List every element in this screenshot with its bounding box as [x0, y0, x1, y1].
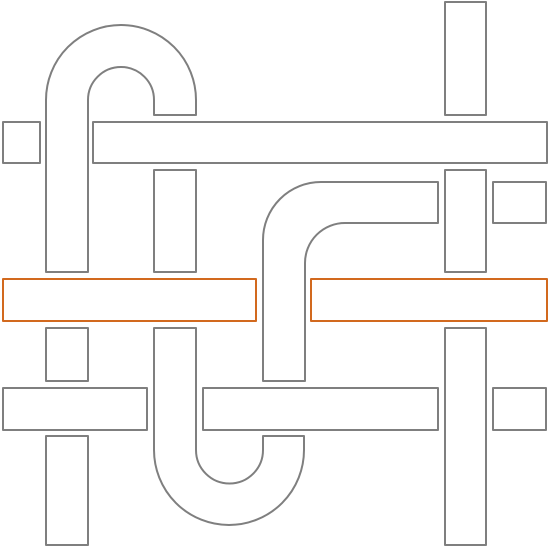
- bar-bottom-center[interactable]: [202, 387, 439, 431]
- bar-bottom-left[interactable]: [2, 387, 148, 431]
- bar-right-vertical-lower[interactable]: [444, 327, 487, 546]
- bar-mid-right[interactable]: [310, 278, 548, 322]
- bar-mid-left[interactable]: [2, 278, 257, 322]
- pipe-u-bottom[interactable]: [153, 327, 305, 526]
- stub-left-bottom[interactable]: [45, 435, 89, 546]
- square-right-bottom[interactable]: [492, 387, 547, 431]
- bar-top-right-vertical[interactable]: [444, 1, 487, 116]
- pipe-arch-top-left[interactable]: [45, 24, 197, 273]
- pipe-elbow-center[interactable]: [262, 181, 439, 382]
- bar-top-long[interactable]: [92, 121, 548, 164]
- stub-right-upper[interactable]: [444, 169, 487, 273]
- stub-center-left[interactable]: [153, 169, 197, 273]
- square-right-top[interactable]: [492, 181, 547, 224]
- square-left-top[interactable]: [2, 121, 41, 164]
- stub-left-middle[interactable]: [45, 327, 89, 382]
